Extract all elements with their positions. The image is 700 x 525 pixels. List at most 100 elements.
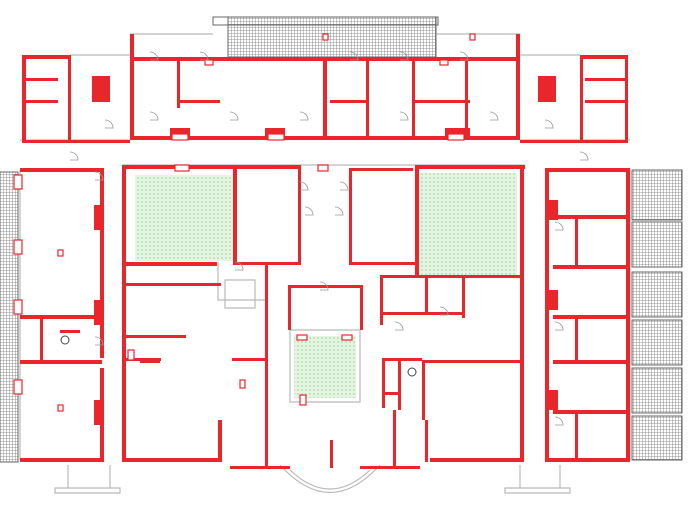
wall (265, 128, 285, 136)
wall (330, 440, 333, 468)
wall (298, 168, 301, 263)
wall (398, 360, 401, 410)
roof-edge (212, 16, 439, 26)
wall (235, 165, 301, 169)
outline-line (67, 465, 561, 488)
wall (288, 285, 363, 288)
door-swing (94, 171, 104, 181)
wall (545, 168, 630, 172)
wall (520, 165, 524, 462)
outline-line (224, 279, 256, 309)
window-box (171, 133, 189, 141)
outline-line (504, 487, 571, 494)
wall (349, 168, 413, 171)
door-swing (544, 119, 554, 129)
door-swing (299, 111, 309, 121)
window-box (317, 164, 329, 172)
door-swing (104, 119, 114, 129)
door-swing (439, 306, 449, 316)
wall (415, 165, 525, 169)
wall (553, 315, 628, 319)
wall (122, 262, 217, 266)
wall (180, 100, 220, 103)
wall (580, 55, 628, 59)
wall (553, 215, 628, 219)
wall (122, 458, 222, 462)
window-box (341, 334, 353, 341)
roof-hatch (631, 319, 683, 366)
wall (134, 136, 516, 140)
outline-line (19, 170, 631, 460)
outline-line (289, 329, 361, 403)
wall (516, 34, 520, 140)
door-swing (94, 336, 104, 346)
door-swing (554, 416, 564, 426)
wall (553, 265, 628, 269)
wall (548, 390, 558, 410)
courtyards (135, 173, 517, 398)
window-box (322, 33, 329, 41)
wall (26, 100, 58, 103)
wall (430, 458, 522, 462)
wall (465, 60, 468, 136)
door-swing (339, 181, 349, 191)
wall (380, 275, 383, 325)
wall (140, 360, 160, 363)
wall (130, 34, 134, 140)
wall (415, 165, 419, 275)
outline-line (217, 262, 265, 301)
door-swing (399, 51, 409, 61)
window-box (296, 334, 308, 341)
wall (382, 358, 385, 408)
window-box (447, 133, 465, 141)
wall (580, 55, 583, 143)
outline-line (279, 464, 381, 494)
wall (237, 262, 301, 265)
wall (412, 60, 415, 136)
wall (22, 55, 26, 143)
wall (20, 168, 102, 172)
wall (230, 466, 290, 469)
wall (575, 218, 578, 265)
door-swing (234, 261, 244, 271)
wall (585, 78, 625, 81)
window-box (57, 249, 64, 257)
wall (545, 458, 630, 462)
wall (100, 168, 104, 358)
wall (22, 140, 130, 143)
wall (170, 128, 190, 136)
wall (425, 420, 428, 462)
wall (575, 412, 578, 458)
fixture (407, 367, 417, 377)
courtyard (417, 173, 517, 275)
window-box (13, 299, 23, 315)
door-swing (69, 151, 79, 161)
courtyard (135, 175, 233, 261)
wall (380, 275, 520, 278)
wall (382, 312, 462, 315)
door-swing (399, 111, 409, 121)
wall (232, 358, 267, 361)
door-swing (304, 206, 314, 216)
roof-hatch (227, 16, 437, 58)
door-swing (579, 151, 589, 161)
walls (13, 33, 630, 469)
window-box (299, 394, 307, 406)
wall (92, 76, 110, 102)
courtyard (294, 336, 356, 398)
wall (233, 165, 237, 265)
door-swing (229, 111, 239, 121)
outline-line (289, 469, 371, 490)
door-swing (319, 281, 329, 291)
wall (126, 335, 186, 338)
wall (422, 360, 522, 363)
window-box (13, 379, 23, 395)
door-swing (554, 221, 564, 231)
wall (425, 275, 428, 315)
wall (625, 55, 628, 143)
wall (26, 78, 58, 81)
window-box (469, 33, 476, 41)
fixture (60, 335, 70, 345)
roof-hatch (0, 171, 19, 463)
